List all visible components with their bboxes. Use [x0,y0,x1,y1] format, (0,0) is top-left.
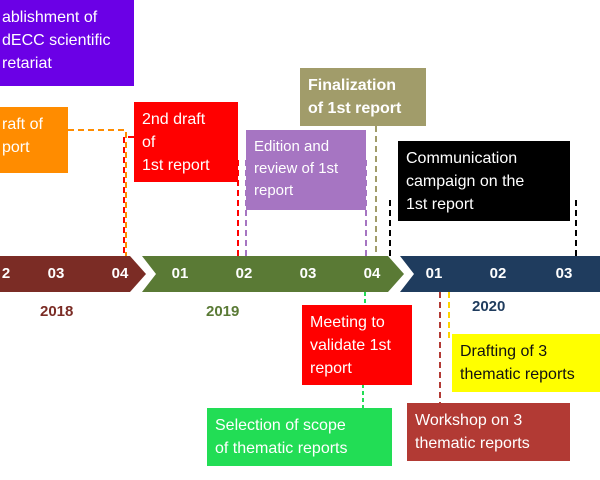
event-edition-review: Edition and review of 1st report [246,130,366,210]
event-drafting-thematic: Drafting of 3 thematic reports [452,334,600,392]
tick-2020-02: 02 [489,265,507,282]
tick-2020-01: 01 [425,265,443,282]
tick-2018-04: 04 [111,265,129,282]
year-label-2020: 2020 [472,298,506,315]
tick-2019-04: 04 [363,265,381,282]
tick-2019-01: 01 [171,265,189,282]
event-establishment-secretariat: ablishment of dECC scientific retariat [0,0,134,86]
event-workshop-thematic: Workshop on 3 thematic reports [407,403,570,461]
band-2018 [0,256,146,292]
event-finalization: Finalization of 1st report [300,68,426,126]
band-2019 [142,256,404,292]
tick-2019-02: 02 [235,265,253,282]
event-second-draft: 2nd draft of 1st report [134,102,238,182]
tick-2018-02: 2 [1,265,11,282]
tick-2018-03: 03 [47,265,65,282]
event-selection-scope: Selection of scope of thematic reports [207,408,392,466]
event-first-draft: raft of port [0,107,68,173]
tick-2020-03: 03 [555,265,573,282]
year-label-2018: 2018 [40,303,74,320]
connector-second-draft-left [123,136,134,258]
connector-first-draft [68,129,127,258]
event-meeting-validate: Meeting to validate 1st report [302,305,412,385]
tick-2019-03: 03 [299,265,317,282]
event-communication-campaign: Communication campaign on the 1st report [398,141,570,221]
band-2020 [400,256,600,292]
year-label-2019: 2019 [206,303,240,320]
